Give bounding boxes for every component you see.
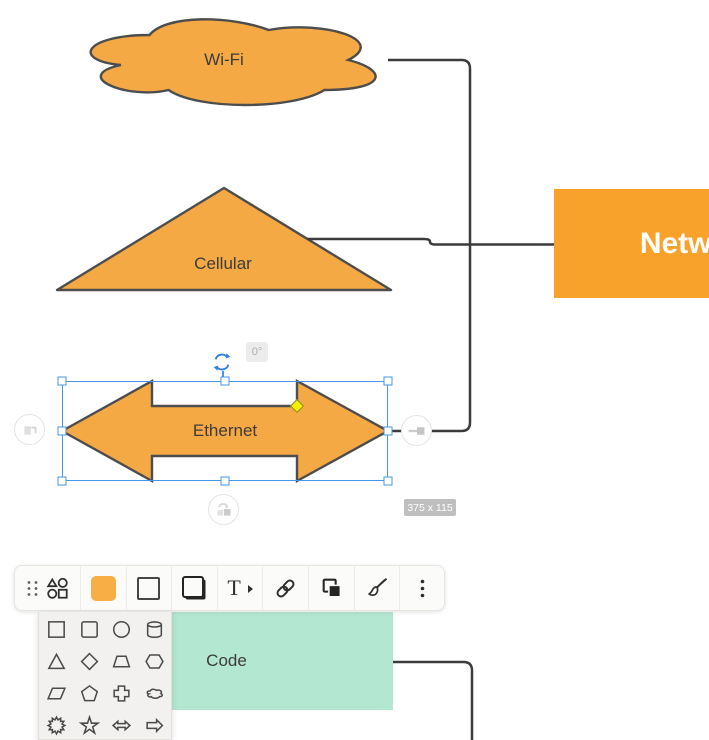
resize-handle-nw[interactable] [57, 376, 67, 386]
clone-below-button[interactable] [208, 494, 239, 525]
shape-picker-button[interactable] [46, 577, 69, 600]
paintbrush-icon [364, 576, 389, 601]
shape-option-arrow-right[interactable] [138, 709, 171, 739]
fill-color-swatch [90, 575, 116, 601]
edge-ethernet-network[interactable] [388, 244, 472, 433]
shape-option-double-arrow[interactable] [106, 709, 139, 739]
caret-right-icon [247, 584, 253, 593]
resize-handle-n[interactable] [220, 376, 230, 386]
rotate-handle-icon[interactable] [211, 351, 233, 373]
shape-picker-panel [38, 612, 172, 740]
shape-option-triangle[interactable] [40, 645, 73, 677]
shape-option-cross[interactable] [106, 677, 139, 709]
network-label: Network [639, 226, 709, 260]
selection-border [62, 381, 388, 481]
resize-handle-w[interactable] [57, 426, 67, 436]
stroke-style-button[interactable] [125, 566, 172, 610]
shape-option-diamond[interactable] [73, 645, 106, 677]
more-options-button[interactable] [399, 566, 445, 610]
size-tooltip: 375 x 115 [404, 499, 456, 516]
shape-option-hexagon[interactable] [138, 645, 171, 677]
floating-toolbar: T [14, 565, 445, 611]
copy-icon [319, 576, 344, 601]
link-button[interactable] [262, 566, 308, 610]
shape-option-trapezoid[interactable] [106, 645, 139, 677]
shape-option-rounded-rectangle[interactable] [73, 613, 106, 645]
shape-option-cloud[interactable] [138, 677, 171, 709]
shape-option-rectangle[interactable] [40, 613, 73, 645]
shape-option-ellipse[interactable] [106, 613, 139, 645]
connect-left-button[interactable] [14, 414, 45, 445]
shape-option-star[interactable] [73, 709, 106, 739]
shape-option-starburst[interactable] [40, 709, 73, 739]
connect-right-button[interactable] [401, 415, 432, 446]
fill-color-button[interactable] [80, 566, 126, 610]
resize-handle-e[interactable] [383, 426, 393, 436]
shadow-icon [181, 575, 204, 598]
shapes-icon [46, 577, 69, 600]
rotate-stem [222, 371, 224, 381]
shape-option-cylinder[interactable] [138, 613, 171, 645]
edge-code-down[interactable] [393, 660, 474, 740]
resize-handle-se[interactable] [383, 476, 393, 486]
edge-cellular-network[interactable] [307, 237, 555, 246]
link-icon [273, 576, 298, 601]
text-style-icon: T [227, 575, 241, 600]
resize-handle-sw[interactable] [57, 476, 67, 486]
ellipsis-vertical-icon [420, 579, 425, 598]
network-node[interactable]: Network [554, 189, 709, 298]
rotation-badge: 0° [246, 342, 268, 362]
shape-option-pentagon[interactable] [73, 677, 106, 709]
text-style-button[interactable]: T [216, 566, 263, 610]
stroke-style-icon [137, 576, 161, 600]
shape-option-parallelogram[interactable] [40, 677, 73, 709]
copy-style-button[interactable] [307, 566, 354, 610]
resize-handle-ne[interactable] [383, 376, 393, 386]
format-painter-button[interactable] [353, 566, 400, 610]
wifi-cloud-shape[interactable] [89, 18, 377, 107]
drag-handle-icon[interactable] [26, 580, 39, 597]
edge-wifi-network[interactable] [388, 58, 472, 245]
code-label: Code [206, 651, 247, 670]
resize-handle-s[interactable] [220, 476, 230, 486]
shadow-toggle-button[interactable] [171, 566, 217, 610]
